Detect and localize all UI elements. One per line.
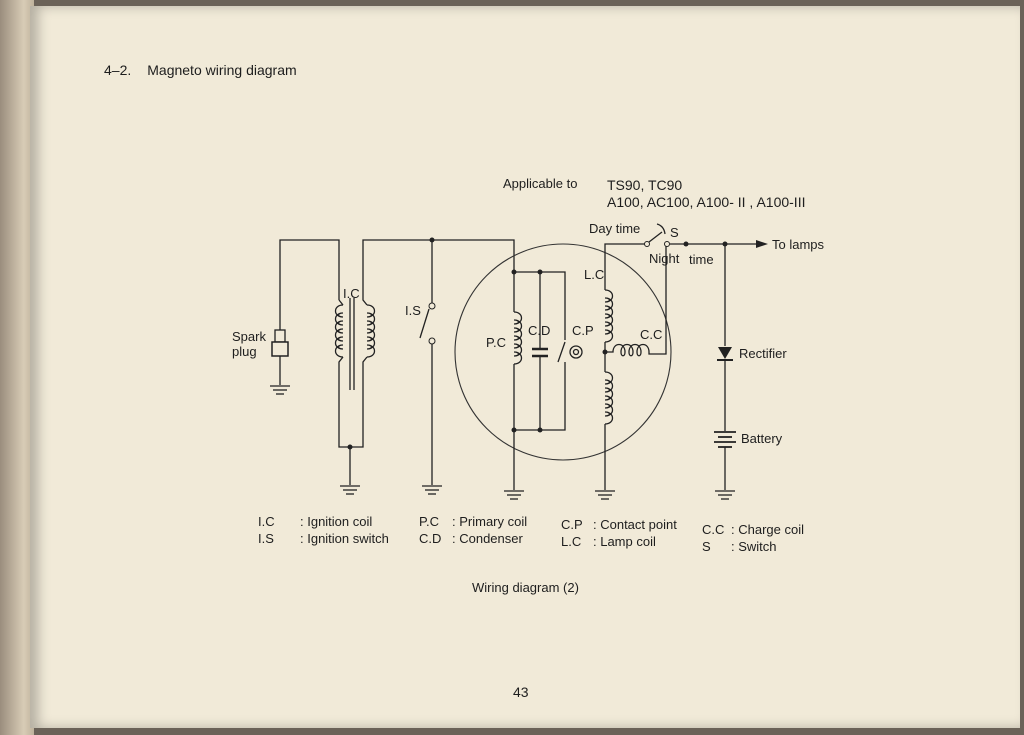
legend-desc: : Ignition switch (300, 531, 389, 546)
rectifier-battery-branch (714, 244, 736, 500)
battery-label: Battery (741, 431, 783, 446)
night-label: Night (649, 251, 680, 266)
is-label: I.S (405, 303, 421, 318)
legend-desc: : Switch (731, 539, 777, 554)
cd-label: C.D (528, 323, 550, 338)
legend-desc: : Condenser (452, 531, 523, 546)
rectifier-label: Rectifier (739, 346, 787, 361)
time-label: time (689, 252, 714, 267)
to-lamps-label: To lamps (772, 237, 825, 252)
diagram-caption: Wiring diagram (2) (472, 580, 579, 595)
primary-circuit (503, 269, 583, 500)
legend-abbr: S (702, 539, 711, 554)
legend-desc: : Contact point (593, 517, 677, 532)
cp-label: C.P (572, 323, 594, 338)
legend-abbr: I.C (258, 514, 275, 529)
charge-coil (605, 244, 667, 357)
section-title: Magneto wiring diagram (147, 62, 297, 78)
section-number: 4–2. (104, 62, 132, 78)
cc-label: C.C (640, 327, 662, 342)
legend-abbr: C.D (419, 531, 441, 546)
day-time-label: Day time (589, 221, 640, 236)
legend-abbr: L.C (561, 534, 581, 549)
legend-desc: : Charge coil (731, 522, 804, 537)
ic-label: I.C (343, 286, 360, 301)
manual-page (30, 6, 1020, 728)
legend-abbr: P.C (419, 514, 439, 529)
legend-desc: : Lamp coil (593, 534, 656, 549)
day-night-switch[interactable] (644, 223, 670, 247)
legend-desc: : Ignition coil (300, 514, 372, 529)
lamp-output (670, 240, 768, 248)
switch-s-label: S (670, 225, 679, 240)
section-heading: 4–2. Magneto wiring diagram (104, 62, 297, 78)
spark-plug-label-1: Spark (232, 329, 266, 344)
pc-label: P.C (486, 335, 506, 350)
legend-abbr: C.C (702, 522, 724, 537)
legend-desc: : Primary coil (452, 514, 527, 529)
legend-abbr: C.P (561, 517, 583, 532)
legend-abbr: I.S (258, 531, 274, 546)
spark-plug (269, 239, 340, 395)
magneto-rotor-outline (454, 243, 672, 461)
page-number: 43 (513, 684, 529, 700)
spark-plug-label-2: plug (232, 344, 257, 359)
book-spine (0, 0, 34, 735)
lamp-coil (594, 243, 645, 500)
lc-label: L.C (584, 267, 604, 282)
models-line-2: A100, AC100, A100- II , A100-III (607, 194, 805, 210)
models-line-1: TS90, TC90 (607, 177, 682, 193)
ignition-coil (334, 239, 515, 495)
legend: I.C : Ignition coil I.S : Ignition switc… (258, 514, 804, 554)
applicable-label: Applicable to (503, 176, 577, 191)
ignition-switch (419, 237, 443, 495)
